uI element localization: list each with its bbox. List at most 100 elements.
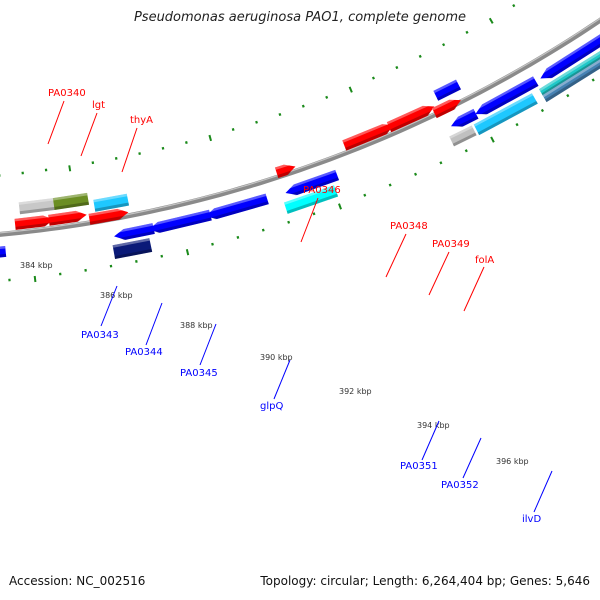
leader-line-forward (463, 266, 485, 312)
leader-line-reverse (145, 302, 163, 346)
cds-reverse-body (114, 223, 155, 240)
gene-label-reverse: PA0343 (81, 330, 119, 341)
gene-label-forward: PA0346 (303, 185, 341, 196)
gene-label-forward: PA0348 (390, 221, 428, 232)
tick-mark-outer (301, 104, 305, 108)
leader-line-reverse (421, 420, 440, 461)
gene-label-forward: PA0349 (432, 239, 470, 250)
tick-mark-inner (540, 108, 545, 113)
cds-forward-highlight (88, 207, 123, 217)
gene-bar-PA0343-shade (114, 248, 153, 260)
gene-bar-lgt-shade (54, 201, 90, 210)
gene-bar-glpQ (283, 185, 339, 214)
cds-reverse-body (540, 34, 600, 79)
cds-reverse-shade (481, 83, 539, 115)
tick-mark-outer (278, 112, 282, 117)
cds-reverse-highlight (0, 245, 6, 249)
tick-mark-outer (442, 43, 446, 47)
gene-label-reverse: PA0344 (125, 347, 163, 358)
tick-mark-inner (261, 228, 265, 232)
cds-reverse-body (0, 245, 7, 258)
tick-mark-outer (418, 54, 422, 59)
tick-mark-inner (338, 203, 342, 210)
cds-forward-PA0346-shade (277, 170, 292, 179)
tick-mark-inner (464, 149, 468, 153)
cds-forward-PA0348-shade (345, 129, 391, 151)
cds-forward-body (14, 215, 54, 230)
tick-mark-inner (160, 254, 164, 258)
tick-mark-outer (348, 86, 353, 93)
cds-folA-highlight (433, 79, 458, 94)
leader-line-forward (300, 197, 319, 243)
tick-mark-inner (185, 249, 190, 256)
cds-forward (14, 214, 54, 230)
cds-forward (48, 210, 87, 226)
cds-forward-shade (15, 222, 50, 230)
tick-mark-inner (414, 172, 418, 176)
cds-reverse-shade (0, 253, 7, 258)
gene-bar-PA0343 (112, 238, 153, 260)
gene-label-reverse: PA0351 (400, 461, 438, 472)
gene-bar-thyA-highlight (93, 193, 128, 203)
tick-mark-inner (439, 161, 443, 165)
cds-reverse-PA0344-body (148, 209, 212, 233)
gene-bar-lgt (52, 192, 90, 210)
gene-bar-thyA-body (93, 193, 130, 212)
leader-line-reverse (462, 437, 482, 479)
tick-mark-inner (515, 122, 519, 127)
cds-reverse-highlight (542, 34, 600, 74)
tick-label: 386 kbp (100, 291, 133, 300)
cds-forward-PA0349-highlight (386, 103, 429, 125)
gene-bar-glpQ-body (283, 185, 339, 214)
gene-bar-ilvD (539, 51, 600, 97)
cds-reverse-body (451, 108, 479, 127)
cds-reverse-PA0344-shade (154, 217, 212, 234)
cds-reverse-PA0344-highlight (152, 209, 210, 226)
accession-text: Accession: NC_002516 (9, 574, 146, 588)
gene-bar-glpQ-highlight (283, 185, 335, 205)
gene-bar-PA0340 (18, 198, 55, 215)
tick-mark-inner (591, 78, 595, 82)
tick-mark-outer (465, 30, 469, 34)
tick-mark-outer (395, 65, 399, 70)
cds-folA-shade (436, 86, 462, 101)
cds-forward-PA0349-shade (390, 110, 431, 133)
cds-reverse-body (475, 76, 539, 115)
gene-label-forward: folA (475, 255, 494, 266)
cds-reverse-PA0345 (205, 193, 269, 220)
cds-reverse-shade (456, 115, 479, 128)
cds-forward-PA0349-body (386, 105, 435, 133)
gene-bar-ilvD-body (539, 51, 600, 97)
tick-label: 390 kbp (260, 353, 293, 362)
map-title: Pseudomonas aeruginosa PAO1, complete ge… (133, 10, 467, 25)
leader-line-forward (428, 251, 450, 296)
tick-mark-inner (211, 242, 214, 246)
gene-bar-PA0351-body (449, 125, 477, 147)
gene-bar-thyA-shade (94, 202, 130, 212)
cds-forward-highlight (48, 210, 82, 218)
gene-bar-PA0343-body (112, 238, 153, 260)
cds-reverse-highlight (288, 169, 337, 189)
cds-forward-PA0346-highlight (274, 162, 290, 170)
tick-label: 396 kbp (496, 457, 529, 466)
leader-line-reverse (533, 470, 553, 513)
gene-bar-PA0340-shade (19, 206, 55, 215)
cds-forward-highlight (431, 97, 455, 111)
gene-bar-PA0340-highlight (18, 198, 54, 205)
tick-mark-inner (490, 136, 495, 143)
cds-reverse-PA0345-highlight (209, 193, 267, 213)
cds-reverse-shade (119, 230, 155, 241)
gene-bar-PA0352-body (473, 93, 538, 136)
cds-forward-shade (89, 215, 124, 225)
gene-bar-lgt-highlight (52, 192, 88, 201)
gene-label-reverse: glpQ (260, 401, 283, 412)
cds-forward-PA0348 (342, 122, 394, 151)
tick-label: 394 kbp (417, 421, 450, 430)
cds-reverse-PA0345-shade (211, 201, 269, 220)
tick-mark-inner (236, 235, 240, 239)
gene-bar-ilvD-shade (541, 56, 600, 97)
gene-bar-PA0351 (449, 125, 477, 147)
gene-bar-PA0352-highlight (473, 93, 534, 127)
tick-label: 388 kbp (180, 321, 213, 330)
gene-bar-ilvD-highlight (539, 51, 600, 92)
